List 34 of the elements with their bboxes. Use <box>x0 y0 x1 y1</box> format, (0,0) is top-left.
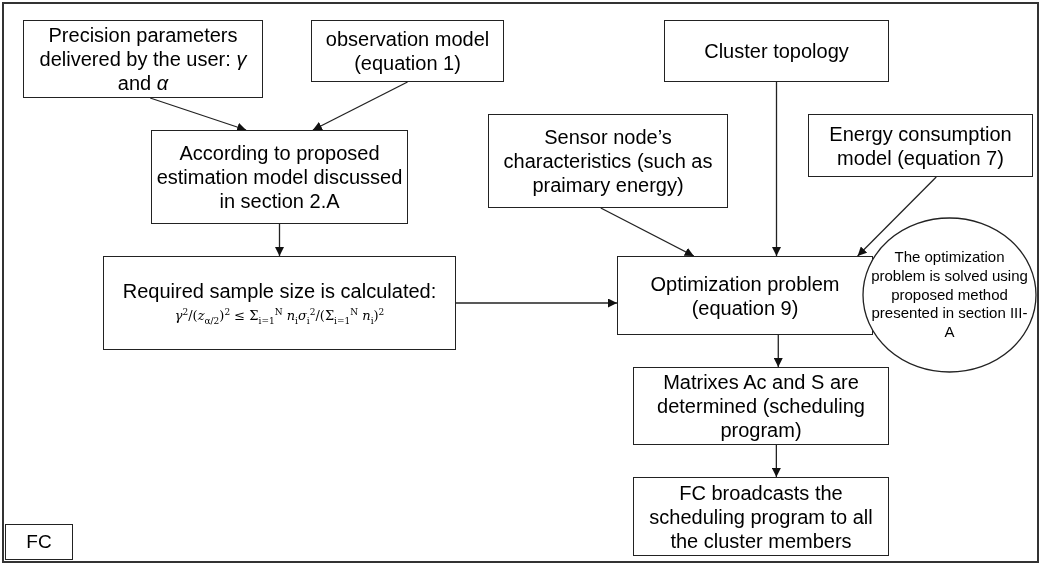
process-box <box>617 256 873 335</box>
arrow <box>149 97 247 132</box>
process-box <box>664 20 889 82</box>
arrow <box>275 223 284 257</box>
box-text: Cluster topology <box>704 39 849 63</box>
box-text: Sensor node’s characteristics (such as praimary energy) <box>502 125 714 197</box>
box-text: According to proposed estimation model discussed in section 2.A <box>156 141 403 213</box>
arrow <box>773 334 783 368</box>
box-text: Energy consumption model (equation 7) <box>828 121 1013 170</box>
frame-box <box>2 2 1039 563</box>
arrow <box>772 81 781 257</box>
process-box <box>311 20 504 82</box>
note-text: The optimization problem is solved using proposed method presented in section III-A <box>870 248 1029 342</box>
formula: γ$^{2}$/(z$_{α/2}$)$^{2}$ ≤ Σ$_{i=1}$$^{N}$ n$_{i}$σ$_{i}$$^{2}$/(Σ$_{i=1}$$^{N}$ n$_{i}$)$^{2}$ <box>174 307 385 327</box>
box-text: observation model (equation 1) <box>324 27 491 75</box>
process-box <box>151 130 408 224</box>
process-box <box>808 114 1033 177</box>
process-box <box>488 114 728 208</box>
box-text: Precision parameters delivered by the user: γ and α <box>38 23 249 95</box>
process-box <box>103 256 456 350</box>
arrow <box>455 298 618 308</box>
process-box <box>633 477 889 556</box>
note-ellipse <box>862 217 1037 373</box>
arrow <box>857 176 937 257</box>
process-box <box>23 20 263 98</box>
process-box <box>633 367 889 445</box>
box-text: FC broadcasts the scheduling program to all the cluster members <box>648 480 874 553</box>
box-text: Optimization problem (equation 9) <box>649 271 841 320</box>
label-box: FC <box>5 524 73 560</box>
arrow <box>771 444 781 478</box>
arrow <box>600 207 695 257</box>
box-text: Required sample size is calculated: <box>122 279 437 304</box>
box-text: Matrixes Ac and S are determined (scheduling program) <box>656 370 866 442</box>
arrow <box>312 81 409 131</box>
